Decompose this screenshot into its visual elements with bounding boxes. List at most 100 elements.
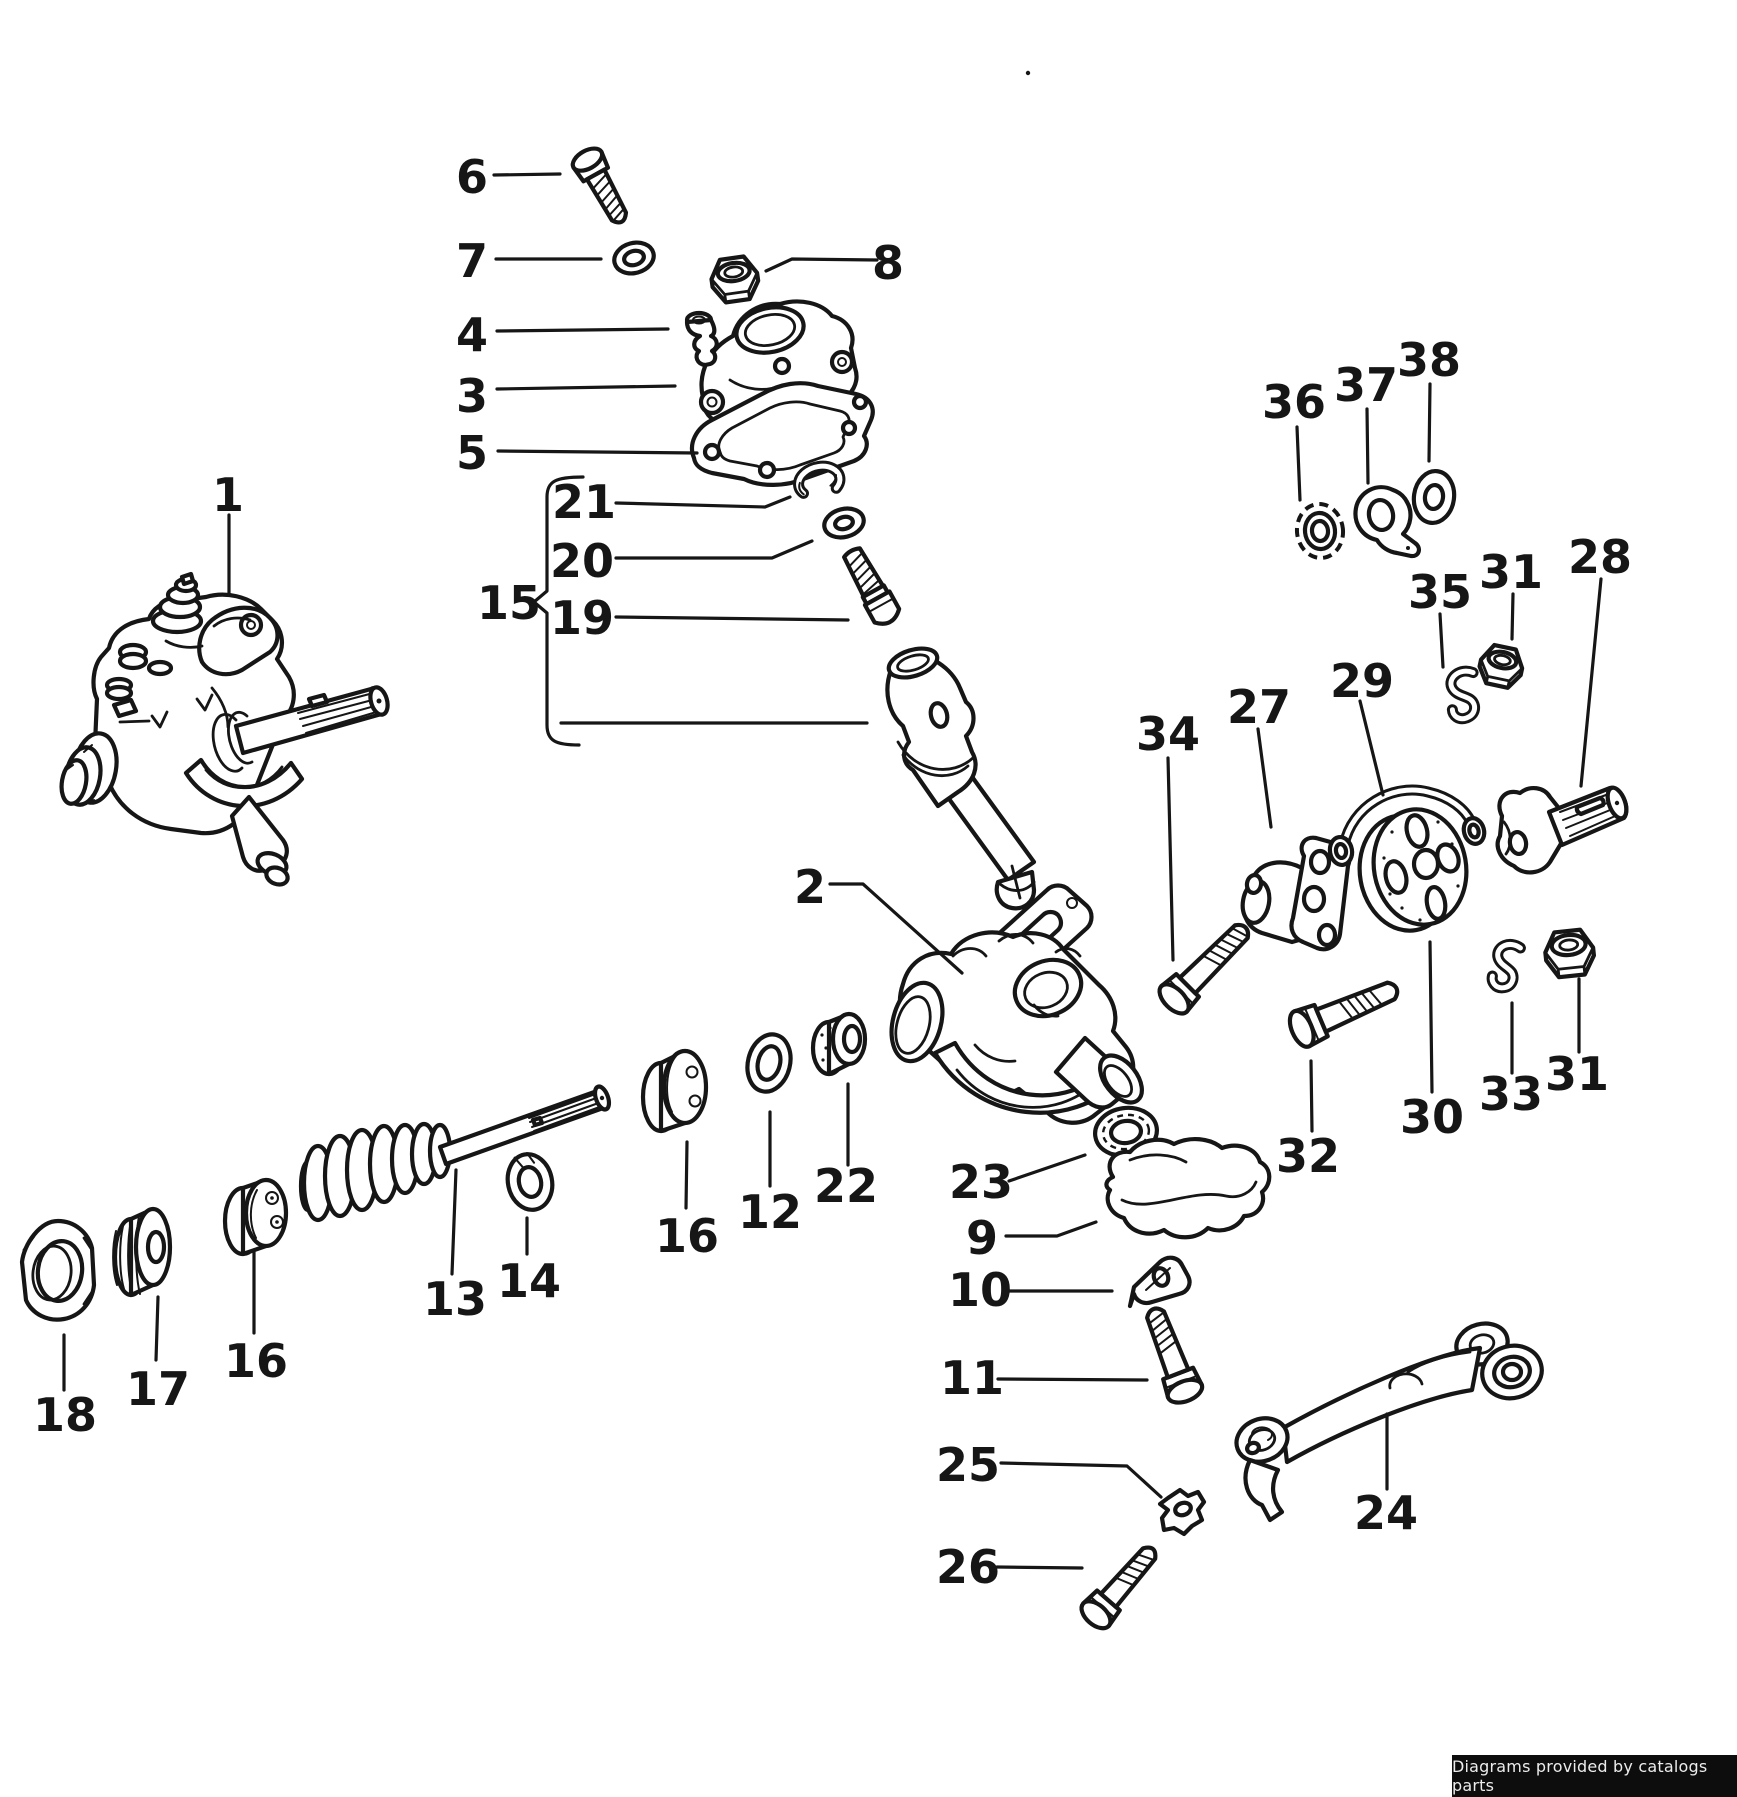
part-label-33: 33 [1479, 1067, 1543, 1121]
part-label-10: 10 [948, 1263, 1012, 1317]
part-label-22: 22 [814, 1159, 878, 1213]
leader-line-20 [614, 539, 814, 560]
part-label-2: 2 [794, 860, 826, 914]
part-label-37: 37 [1334, 358, 1398, 412]
part-9-rubber-support [1104, 1137, 1272, 1240]
part-label-36: 36 [1262, 375, 1326, 429]
part-21-circlip [793, 460, 846, 499]
part-5-gasket [689, 381, 875, 487]
part-label-4: 4 [456, 308, 488, 362]
part-16-bearing-right [640, 1048, 709, 1134]
part-24-center-link [1234, 1321, 1544, 1523]
leader-line-17 [154, 1295, 160, 1362]
part-label-18: 18 [33, 1388, 97, 1442]
part-label-30: 30 [1400, 1090, 1464, 1144]
leader-line-4 [495, 327, 670, 333]
part-20-washer [822, 506, 866, 540]
part-label-1: 1 [212, 468, 244, 522]
part-10-clamp-plate [1127, 1255, 1192, 1309]
leader-line-25 [999, 1461, 1163, 1499]
part-label-3: 3 [456, 369, 488, 423]
leader-line-5 [496, 449, 699, 455]
part-label-31a: 31 [1479, 545, 1543, 599]
leader-line-35 [1438, 612, 1445, 669]
part-13-rack [298, 1084, 612, 1223]
part-17-threaded-plug [112, 1206, 173, 1298]
part-label-15: 15 [477, 576, 541, 630]
ink-speck [1025, 70, 1031, 76]
part-7-washer [612, 240, 656, 276]
part-label-34: 34 [1136, 707, 1200, 761]
part-label-21: 21 [552, 475, 616, 529]
leader-line-27 [1256, 727, 1273, 829]
part-label-31b: 31 [1545, 1047, 1609, 1101]
leader-line-38 [1427, 382, 1432, 463]
part-22-bushing [810, 1011, 868, 1077]
part-label-8: 8 [872, 236, 904, 290]
part-label-6: 6 [456, 150, 488, 204]
part-14-seal [505, 1152, 555, 1212]
part-27-bracket [1240, 835, 1352, 952]
leader-line-16b [684, 1140, 689, 1210]
part-18-ring-nut [19, 1218, 97, 1322]
part-label-27: 27 [1227, 680, 1291, 734]
part-15-column-joint [885, 646, 1037, 911]
leader-line-32 [1309, 1059, 1314, 1133]
part-label-25: 25 [936, 1438, 1000, 1492]
leader-line-36 [1295, 425, 1302, 502]
part-label-16b: 16 [655, 1209, 719, 1263]
part-label-19: 19 [550, 591, 614, 645]
part-label-14: 14 [497, 1254, 561, 1308]
part-6-bolt [570, 146, 629, 225]
part-label-38: 38 [1397, 333, 1461, 387]
leader-line-3 [495, 384, 677, 391]
leader-line-6 [492, 172, 562, 177]
leader-line-29 [1358, 699, 1385, 797]
part-label-12: 12 [738, 1185, 802, 1239]
leader-line-34 [1166, 756, 1175, 962]
leader-line-23 [1007, 1153, 1087, 1183]
part-label-13: 13 [423, 1272, 487, 1326]
part-31-nut-upper [1477, 642, 1525, 690]
part-label-24: 24 [1354, 1486, 1418, 1540]
part-label-23: 23 [949, 1155, 1013, 1209]
part-label-5: 5 [456, 426, 488, 480]
part-8-nut [709, 254, 761, 305]
part-11-bolt [1145, 1306, 1205, 1405]
part-label-17: 17 [126, 1362, 190, 1416]
leader-line-11 [996, 1377, 1149, 1382]
leader-line-19 [614, 615, 850, 622]
part-label-20: 20 [550, 534, 614, 588]
part-12-o-ring [745, 1032, 793, 1094]
part-label-7: 7 [456, 234, 488, 288]
part-36-lock-washer [1294, 502, 1346, 560]
part-1-steering-gearbox [59, 571, 390, 887]
part-label-11: 11 [940, 1351, 1004, 1405]
part-label-28: 28 [1568, 530, 1632, 584]
leader-line-26 [995, 1565, 1084, 1570]
part-31-nut-lower [1543, 927, 1597, 980]
part-label-35: 35 [1408, 565, 1472, 619]
part-26-bolt [1079, 1545, 1158, 1631]
part-label-9: 9 [966, 1211, 998, 1265]
part-38-washer [1411, 469, 1457, 525]
leader-line-37 [1365, 407, 1370, 485]
part-label-26: 26 [936, 1540, 1000, 1594]
leader-line-30 [1428, 940, 1434, 1094]
part-30-coupling-disc [1357, 807, 1469, 933]
leader-line-8 [764, 257, 879, 273]
part-2-housing [889, 883, 1144, 1125]
parts-layer [19, 70, 1629, 1631]
bracket-15 [532, 475, 585, 747]
leader-line-13 [450, 1168, 458, 1276]
part-25-clamp-nut [1157, 1487, 1207, 1537]
part-32-bolt [1287, 980, 1400, 1049]
leader-line-9 [1004, 1220, 1098, 1238]
part-16-bearing-left [222, 1177, 289, 1257]
part-35-s-hook [1445, 665, 1481, 725]
leader-line-21 [614, 495, 792, 509]
part-28-universal-joint [1495, 785, 1629, 875]
part-19-adjusting-screw [841, 546, 902, 626]
